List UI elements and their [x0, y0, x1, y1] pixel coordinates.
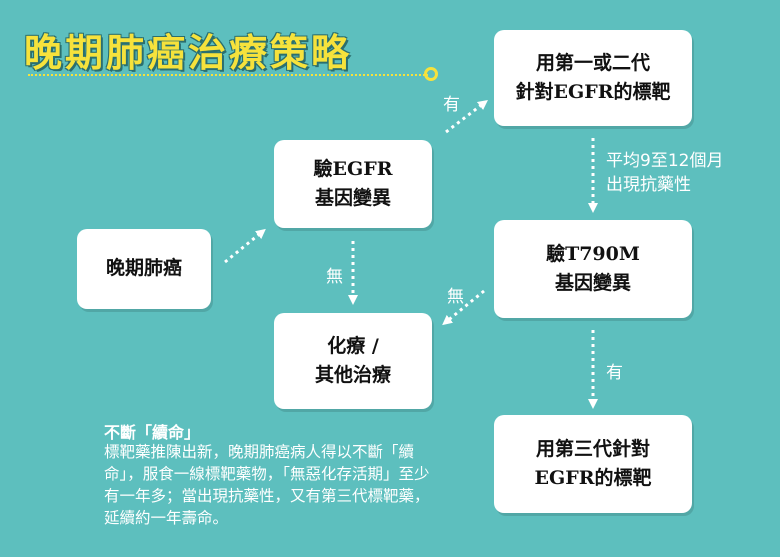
node-first-second-gen-targeted: 用第一或二代 針對EGFR的標靶	[494, 30, 692, 126]
page-title: 晚期肺癌治療策略	[24, 30, 353, 75]
label-yes-egfr: 有	[443, 95, 460, 115]
label-resistance-line2: 出現抗藥性	[606, 174, 691, 195]
node-advanced-lung-cancer: 晚期肺癌	[77, 229, 211, 309]
node-t790m-test: 驗T790M 基因變異	[494, 220, 692, 318]
label-resistance-line1: 平均9至12個月	[606, 151, 724, 171]
title-dot-icon	[424, 67, 438, 81]
node-egfr-test: 驗EGFR 基因變異	[274, 140, 432, 228]
label-resistance: 平均9至12個月 出現抗藥性	[606, 150, 723, 198]
label-no-egfr: 無	[326, 267, 343, 287]
label-yes-t790m: 有	[606, 363, 623, 383]
note-title: 不斷「續命」	[104, 423, 201, 442]
arrow-egfr-to-first-gen	[445, 99, 488, 134]
label-no-t790m: 無	[447, 287, 464, 307]
arrow-t790m-to-chemo	[442, 289, 485, 326]
title-underline	[28, 74, 428, 76]
node-chemo-other: 化療 / 其他治療	[274, 313, 432, 409]
note-body: 標靶藥推陳出新，晚期肺癌病人得以不斷「續命」，服食一線標靶藥物，「無惡化存活期」…	[104, 443, 430, 527]
node-third-gen-targeted: 用第三代針對 EGFR的標靶	[494, 415, 692, 513]
arrow-start-to-egfr	[224, 228, 266, 264]
